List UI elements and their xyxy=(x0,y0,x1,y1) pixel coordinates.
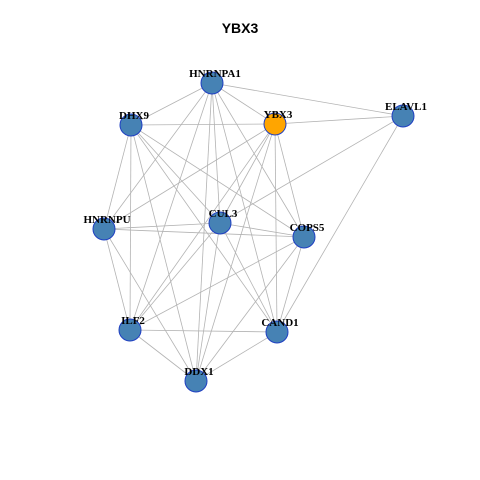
edge-hnrnpa1-cul3 xyxy=(211,82,221,224)
edge-cul3-cand1 xyxy=(219,222,278,333)
edge-cops5-ilf2 xyxy=(129,236,305,331)
nodes xyxy=(92,71,415,393)
node-label-ybx3: YBX3 xyxy=(264,109,293,121)
node-label-dhx9: DHX9 xyxy=(119,110,149,122)
edge-dhx9-ddx1 xyxy=(130,124,197,382)
node-label-ddx1: DDX1 xyxy=(184,366,213,378)
edge-hnrnpa1-hnrnpu xyxy=(103,82,213,230)
edge-hnrnpa1-elavl1 xyxy=(211,82,404,117)
edge-cul3-cops5 xyxy=(219,222,305,238)
node-dhx9 xyxy=(119,113,143,137)
node-ybx3 xyxy=(263,112,287,136)
edge-cul3-ddx1 xyxy=(195,222,221,382)
node-label-elavl1: ELAVL1 xyxy=(385,101,427,113)
node-hnrnpa1 xyxy=(200,71,224,95)
node-ilf2 xyxy=(118,318,142,342)
edge-cops5-cand1 xyxy=(276,236,305,333)
node-cul3 xyxy=(208,211,232,235)
edge-cand1-ddx1 xyxy=(195,331,278,382)
edge-dhx9-cand1 xyxy=(130,124,278,333)
edge-dhx9-hnrnpu xyxy=(103,124,132,230)
node-hnrnpu xyxy=(92,217,116,241)
node-label-hnrnpa1: HNRNPA1 xyxy=(189,68,241,80)
node-label-hnrnpu: HNRNPU xyxy=(83,214,130,226)
node-label-ilf2: ILF2 xyxy=(121,315,145,327)
edge-ybx3-cand1 xyxy=(274,123,278,333)
edge-ybx3-hnrnpu xyxy=(103,123,276,230)
node-label-cul3: CUL3 xyxy=(209,208,238,220)
edge-ybx3-cops5 xyxy=(274,123,305,238)
edge-ybx3-elavl1 xyxy=(274,115,404,125)
edge-dhx9-cul3 xyxy=(130,124,221,224)
edge-hnrnpa1-ybx3 xyxy=(211,82,276,125)
edge-hnrnpu-ddx1 xyxy=(103,228,197,382)
edges xyxy=(103,82,404,382)
edge-hnrnpu-cops5 xyxy=(103,228,305,238)
edge-cul3-ilf2 xyxy=(129,222,221,331)
edge-dhx9-cops5 xyxy=(130,124,305,238)
node-cand1 xyxy=(265,320,289,344)
edge-elavl1-cul3 xyxy=(219,115,404,224)
edge-ilf2-cand1 xyxy=(129,329,278,333)
edge-cops5-ddx1 xyxy=(195,236,305,382)
edge-ilf2-ddx1 xyxy=(129,329,197,382)
node-cops5 xyxy=(292,225,316,249)
edge-ybx3-ilf2 xyxy=(129,123,276,331)
edge-elavl1-cand1 xyxy=(276,115,404,333)
node-label-cand1: CAND1 xyxy=(261,317,298,329)
edge-hnrnpu-ilf2 xyxy=(103,228,131,331)
node-ddx1 xyxy=(184,369,208,393)
edge-hnrnpa1-cops5 xyxy=(211,82,305,238)
edge-hnrnpa1-dhx9 xyxy=(130,82,213,126)
node-elavl1 xyxy=(391,104,415,128)
edge-dhx9-ybx3 xyxy=(130,123,276,126)
edge-ybx3-cul3 xyxy=(219,123,276,224)
node-label-cops5: COPS5 xyxy=(290,222,325,234)
edge-hnrnpu-cul3 xyxy=(103,222,221,230)
network-title: YBX3 xyxy=(221,20,259,36)
